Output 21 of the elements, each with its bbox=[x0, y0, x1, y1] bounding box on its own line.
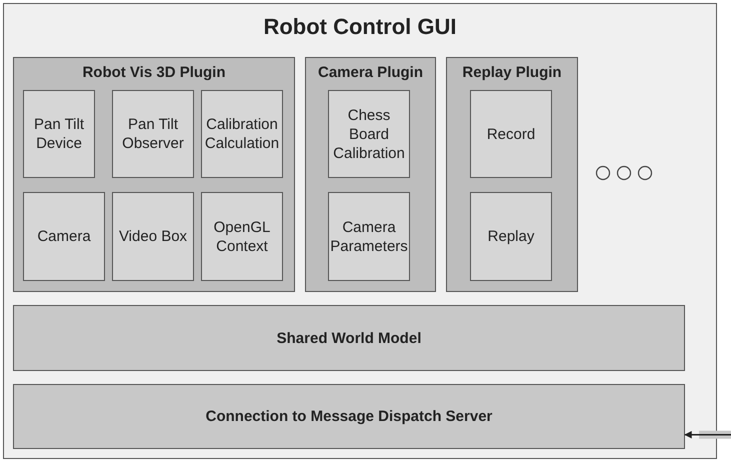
plugin-panel bbox=[305, 57, 436, 292]
component-box: Video Box bbox=[112, 192, 194, 281]
component-box: Camera Parameters bbox=[328, 192, 410, 281]
component-box: Pan Tilt Device bbox=[23, 90, 95, 178]
component-box: Replay bbox=[470, 192, 552, 281]
frame-title: Robot Control GUI bbox=[262, 14, 458, 40]
component-box: Chess Board Calibration bbox=[328, 90, 410, 178]
plugin-panel bbox=[446, 57, 578, 292]
panel-title: Replay Plugin bbox=[461, 64, 563, 81]
plugin-panel bbox=[13, 57, 295, 292]
component-box: OpenGL Context bbox=[201, 192, 283, 281]
component-box: Calibration Calculation bbox=[201, 90, 283, 178]
application-frame bbox=[3, 3, 717, 459]
layer-bar: Connection to Message Dispatch Server bbox=[13, 384, 685, 449]
component-box: Record bbox=[470, 90, 552, 178]
component-box: Camera bbox=[23, 192, 105, 281]
input-arrow bbox=[684, 430, 731, 439]
component-box: Pan Tilt Observer bbox=[112, 90, 194, 178]
layer-bar: Shared World Model bbox=[13, 305, 685, 371]
panel-title: Robot Vis 3D Plugin bbox=[81, 64, 227, 81]
panel-title: Camera Plugin bbox=[316, 64, 424, 81]
